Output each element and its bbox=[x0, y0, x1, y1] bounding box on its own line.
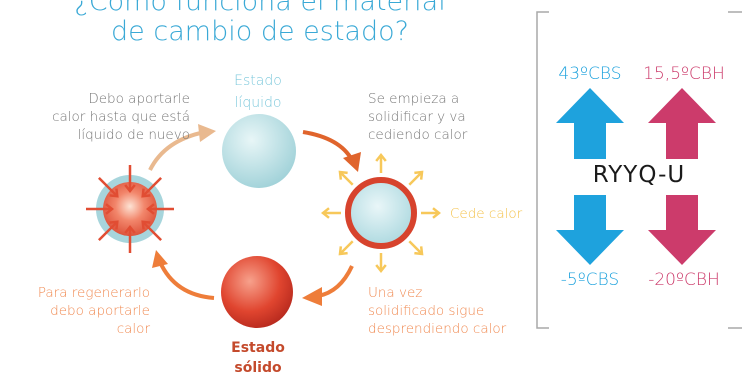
heat-in-arrow-icon bbox=[98, 220, 119, 241]
heat-in-arrow-icon bbox=[141, 220, 162, 241]
note-top-right-1: Se empieza a bbox=[368, 91, 460, 107]
liquid-state-label-2: líquido bbox=[234, 95, 282, 111]
heat-out-arrow-icon-head bbox=[414, 246, 424, 256]
panel-bottom-left-value: -5ºCBS bbox=[560, 270, 620, 290]
heat-out-arrow-icon-head bbox=[432, 207, 442, 219]
cyan-up-arrow-icon bbox=[556, 88, 624, 159]
heat-out-arrow-icon-head bbox=[338, 170, 348, 180]
magenta-up-arrow-icon bbox=[648, 88, 716, 159]
note-top-left-3: líquido de nuevo bbox=[77, 127, 190, 143]
liquid-state-label-1: Estado bbox=[234, 73, 282, 89]
panel-model-name: RYYQ-U bbox=[592, 162, 686, 188]
cycle-arrow-top-left bbox=[148, 124, 216, 171]
cycle-arrow-bottom-left bbox=[152, 250, 215, 300]
note-top-right-3: cediendo calor bbox=[368, 127, 468, 143]
panel-top-left-value: 43ºCBS bbox=[558, 64, 622, 84]
note-bottom-left-2: debo aportarle bbox=[50, 303, 150, 319]
cycle-arrow-top-right bbox=[302, 130, 361, 172]
note-bottom-left-3: calor bbox=[116, 321, 150, 337]
heat-in-arrow-icon-head bbox=[141, 188, 151, 198]
heat-in-arrow-icon-head bbox=[145, 203, 155, 215]
heat-out-arrow-icon bbox=[408, 171, 423, 186]
title-line-2: de cambio de estado? bbox=[111, 16, 409, 47]
note-bottom-left-1: Para regenerarlo bbox=[37, 285, 150, 301]
note-bottom-right-1: Una vez bbox=[368, 285, 423, 301]
solidifying-sphere-icon bbox=[320, 152, 442, 274]
note-top-left-1: Debo aportarle bbox=[88, 91, 190, 107]
solid-state-label-2: sólido bbox=[234, 360, 282, 376]
heat-out-arrow-icon-head bbox=[338, 246, 348, 256]
heat-in-arrow-icon-head bbox=[124, 224, 136, 234]
note-bottom-right-3: desprendiendo calor bbox=[368, 321, 507, 337]
heat-in-arrow-icon bbox=[141, 177, 162, 198]
melting-sphere-icon bbox=[86, 165, 174, 253]
note-top-right-2: solidificar y va bbox=[368, 109, 466, 125]
heat-out-arrow-icon-head bbox=[320, 207, 330, 219]
panel-bracket bbox=[536, 11, 742, 329]
cycle-arrow-bottom-right bbox=[302, 265, 354, 306]
note-cede-calor: Cede calor bbox=[450, 206, 523, 222]
liquid-sphere-icon bbox=[222, 114, 296, 188]
solid-sphere-icon bbox=[221, 256, 293, 328]
heat-in-arrow-icon-head bbox=[109, 220, 119, 230]
heat-in-arrow-icon bbox=[98, 177, 119, 198]
heat-out-arrow-icon bbox=[339, 240, 354, 255]
heat-out-arrow-icon-head bbox=[375, 152, 387, 162]
note-top-left-2: calor hasta que está bbox=[52, 109, 190, 125]
heat-out-arrow-icon bbox=[408, 240, 423, 255]
panel-bottom-right-value: -20ºCBH bbox=[648, 270, 720, 290]
heat-out-arrow-icon bbox=[339, 171, 354, 186]
heat-out-arrow-icon-head bbox=[414, 170, 424, 180]
heat-in-arrow-icon-head bbox=[105, 203, 115, 215]
solid-state-label-1: Estado bbox=[231, 340, 285, 356]
heat-in-arrow-icon-head bbox=[141, 220, 151, 230]
heat-in-arrow-icon-head bbox=[124, 184, 136, 194]
heat-out-arrow-icon-head bbox=[375, 264, 387, 274]
note-bottom-right-2: solidificado sigue bbox=[368, 303, 485, 319]
magenta-down-arrow-icon bbox=[648, 195, 716, 265]
title-line-1: ¿Cómo funciona el material bbox=[74, 0, 446, 17]
panel-top-right-value: 15,5ºCBH bbox=[643, 64, 725, 84]
heat-in-arrow-icon-head bbox=[109, 188, 119, 198]
cyan-down-arrow-icon bbox=[556, 195, 624, 265]
